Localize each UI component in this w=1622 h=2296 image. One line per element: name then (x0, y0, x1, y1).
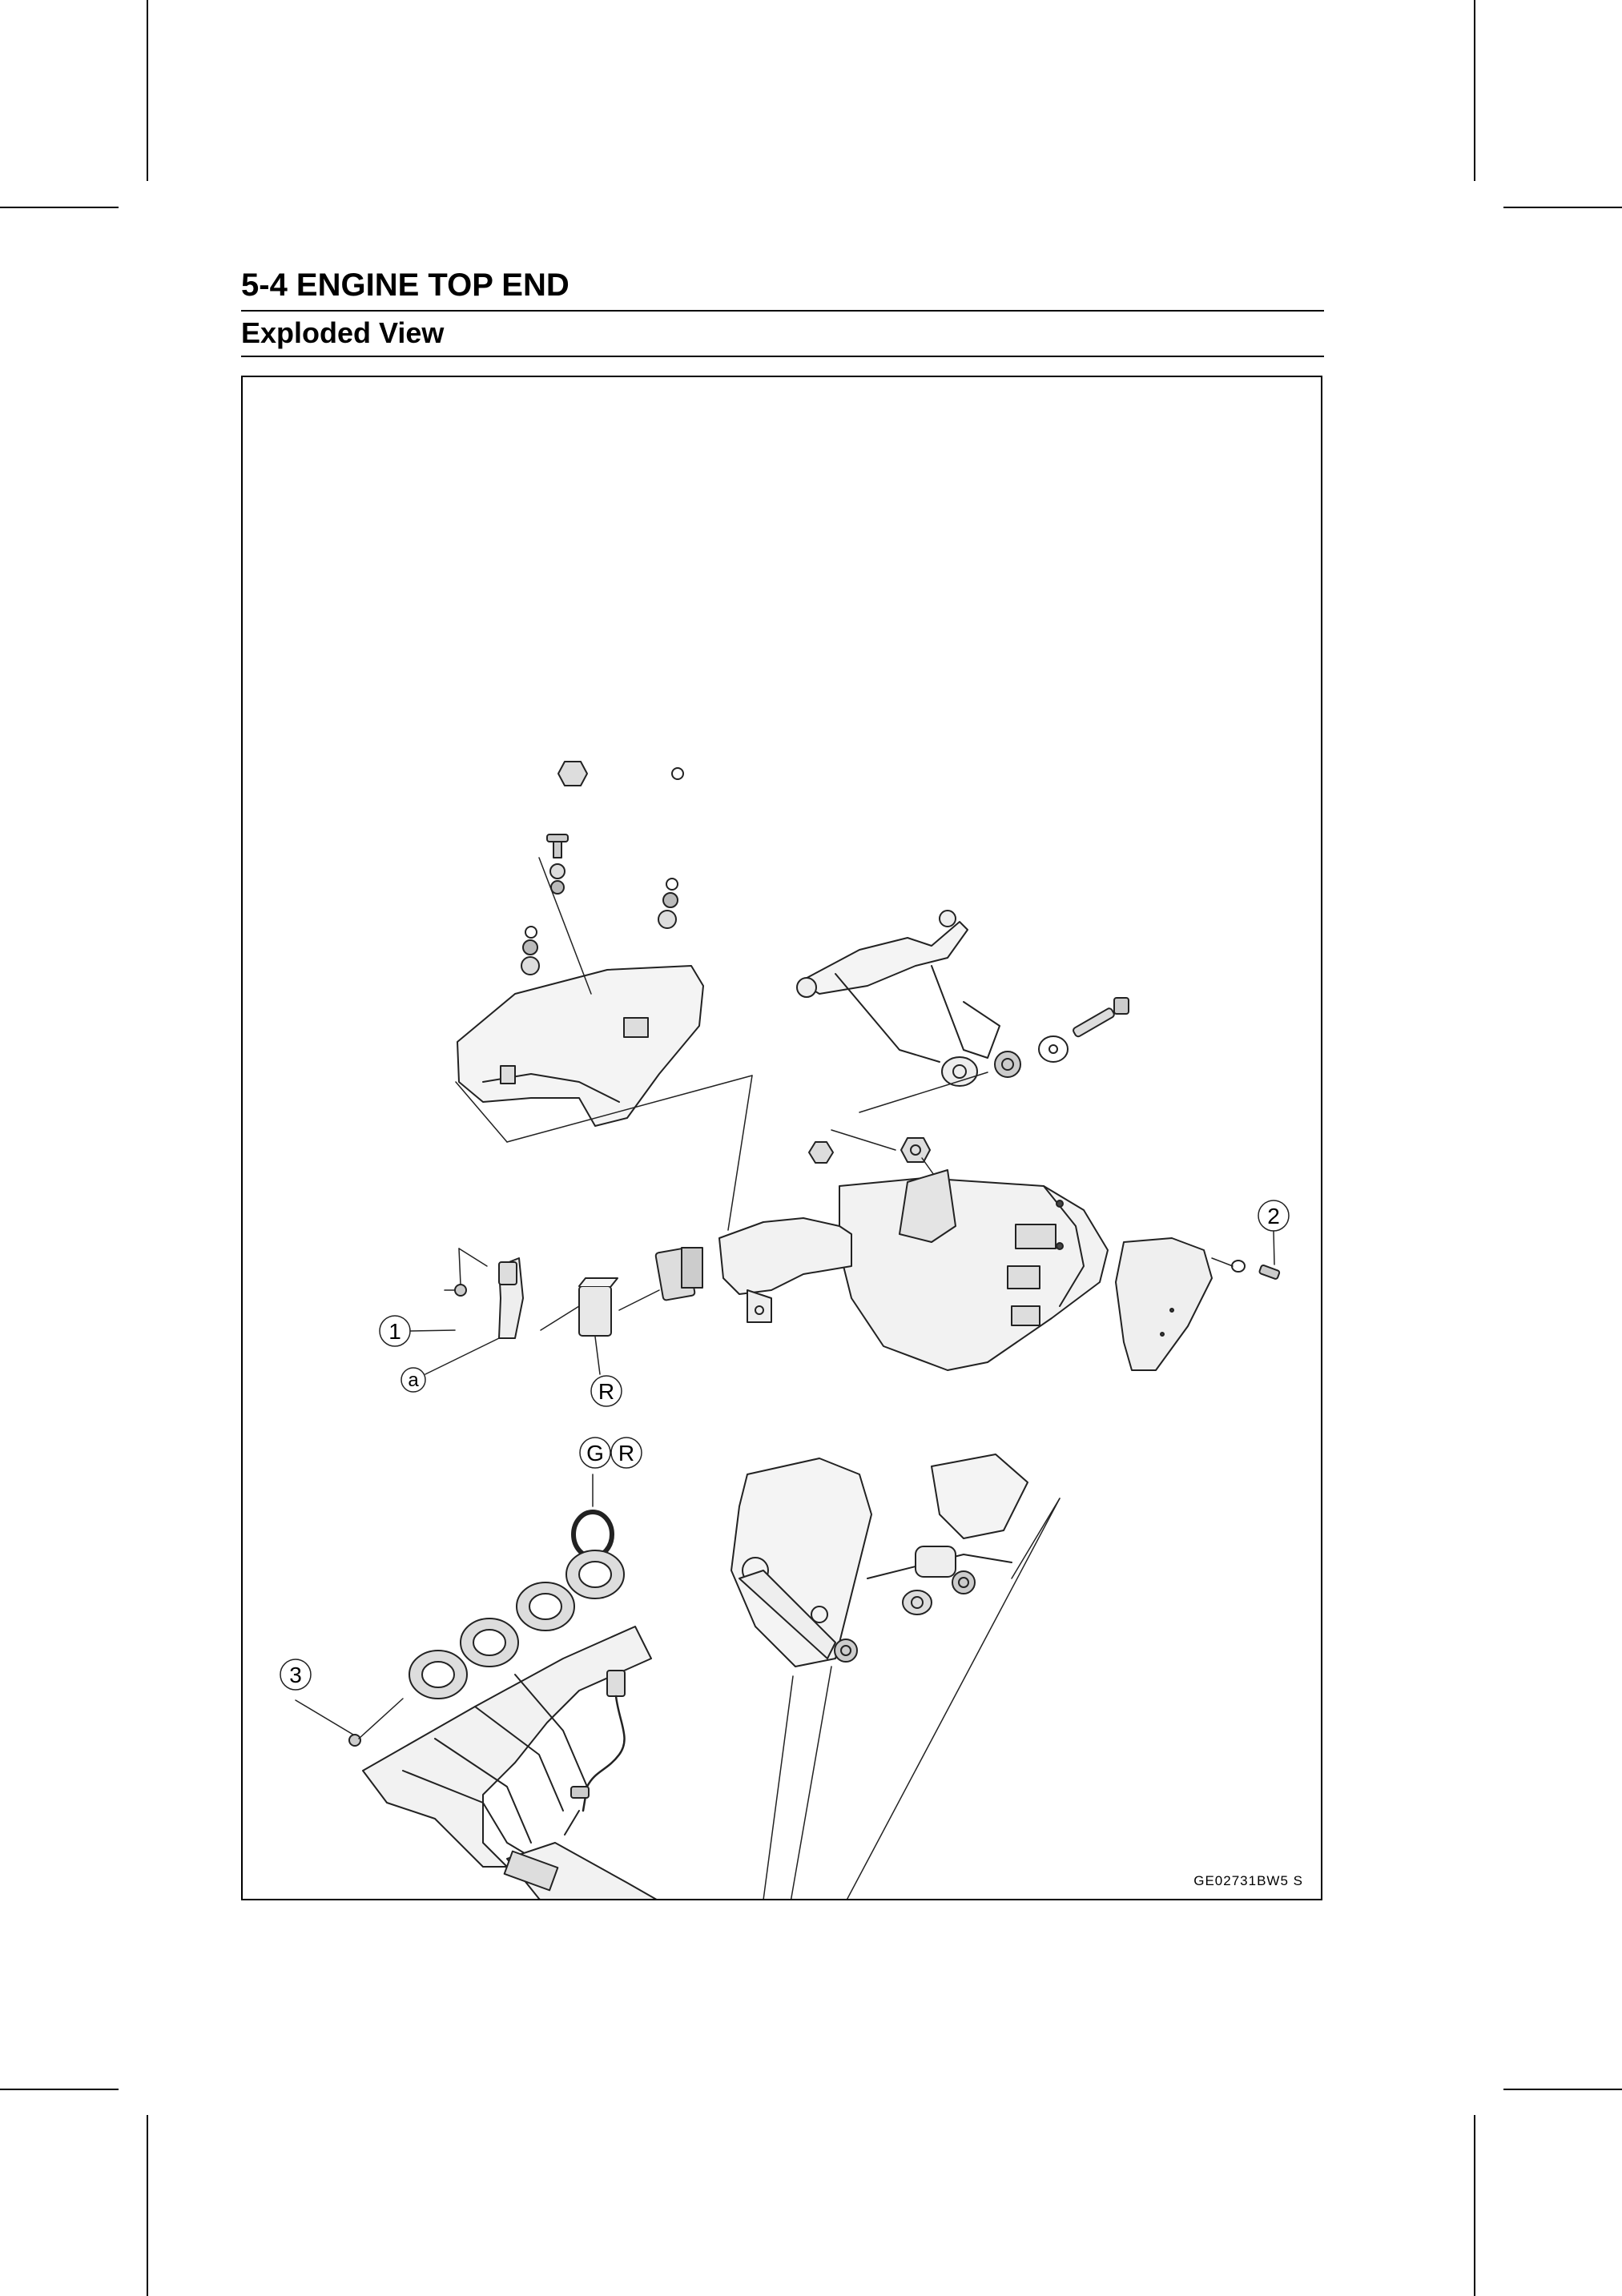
crop-mark-bottom-right-horizontal (1503, 2089, 1622, 2090)
label-g-ring: G (579, 1437, 611, 1469)
muffler (839, 1169, 1109, 1371)
callout-1-label: 1 (388, 1319, 401, 1344)
muffler-end-cover (1115, 1237, 1281, 1371)
crop-mark-bottom-left-horizontal (0, 2089, 119, 2090)
catalyst-chamber (503, 1842, 658, 1899)
label-g-ring-text: G (586, 1441, 604, 1466)
crop-mark-bottom-right-vertical (1474, 2115, 1475, 2296)
section-title-rule (241, 310, 1324, 312)
label-a-clamp-text: a (408, 1369, 419, 1391)
callout-1: 1 (379, 1315, 456, 1347)
exploded-view-figure: 1 2 3 a a R (241, 376, 1322, 1900)
heat-guard-fasteners (521, 834, 678, 975)
crop-mark-top-right-vertical (1474, 0, 1475, 181)
crop-mark-top-left-horizontal (0, 207, 119, 208)
subtitle-rule (241, 356, 1324, 357)
exhaust-header-pipes (362, 1626, 652, 1868)
label-a-clamp: a (400, 1367, 426, 1393)
crop-mark-top-right-horizontal (1503, 207, 1622, 208)
connecting-pipe (654, 1217, 852, 1323)
callout-3: 3 (280, 1659, 312, 1691)
exploded-view-drawing: 1 2 3 a a R (280, 761, 1290, 1899)
exhaust-pipe-gasket (571, 1474, 614, 1559)
callout-2-label: 2 (1267, 1204, 1280, 1228)
frame-bracket (731, 1454, 1061, 1899)
callout-2: 2 (1258, 1200, 1290, 1265)
subtitle: Exploded View (241, 316, 445, 349)
label-r-ring: R (610, 1437, 642, 1469)
muffler-bracket (796, 910, 1000, 1087)
section-title: 5-4 ENGINE TOP END (241, 267, 570, 303)
crop-mark-bottom-left-vertical (147, 2115, 148, 2296)
callout-3-label: 3 (289, 1663, 302, 1687)
clamp-assembly (425, 1248, 580, 1375)
gasket (578, 1277, 660, 1375)
header-flanges (295, 1550, 625, 1747)
bracket-bolt-set (859, 997, 1129, 1113)
oxygen-sensor (564, 1670, 626, 1836)
callouts: 1 2 3 a a R (280, 1200, 1290, 1691)
heat-guard (455, 857, 753, 1231)
label-r-gasket-text: R (598, 1379, 614, 1404)
crop-mark-top-left-vertical (147, 0, 148, 181)
figure-code: GE02731BW5 S (1193, 1873, 1303, 1888)
label-r-ring-text: R (618, 1441, 634, 1466)
muffler-mount-nuts (557, 761, 948, 1195)
label-r-gasket: R (590, 1375, 622, 1407)
